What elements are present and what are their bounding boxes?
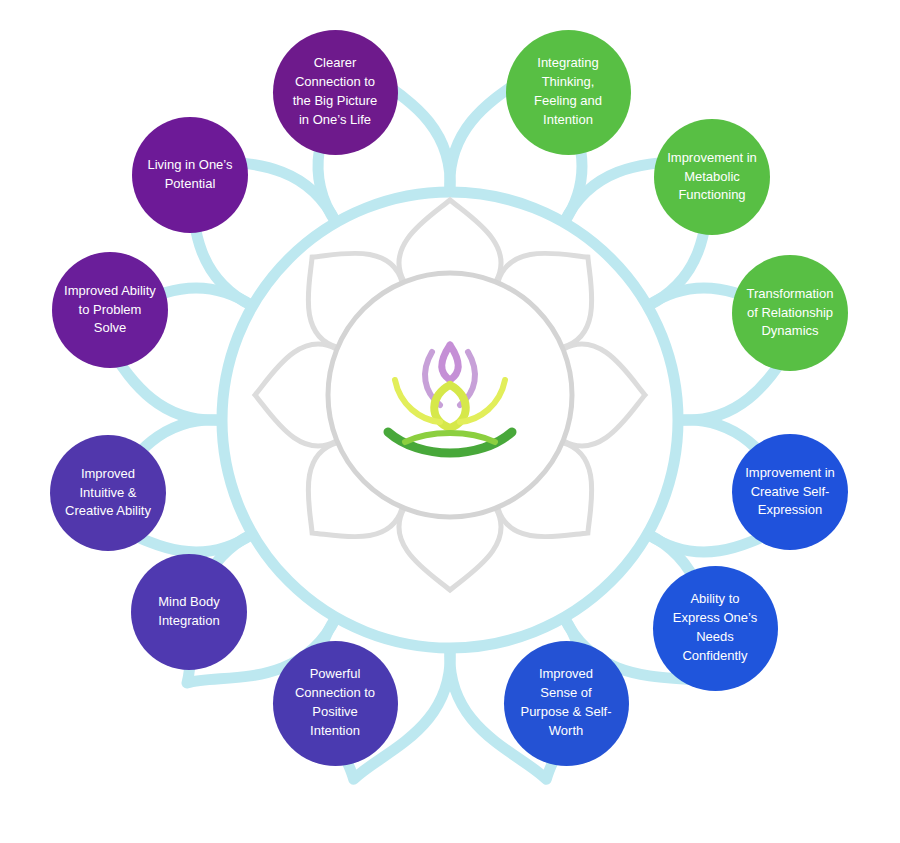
benefit-label: Transformation of Relationship Dynamics bbox=[744, 285, 836, 342]
benefit-label: Integrating Thinking, Feeling and Intent… bbox=[522, 54, 614, 129]
benefit-circle: Improved Intuitive & Creative Ability bbox=[50, 435, 166, 551]
benefit-label: Improvement in Metabolic Functioning bbox=[666, 149, 758, 206]
benefit-label: Ability to Express One’s Needs Confident… bbox=[669, 590, 761, 665]
benefit-label: Improved Sense of Purpose & Self-Worth bbox=[520, 665, 612, 740]
benefit-label: Mind Body Integration bbox=[143, 593, 235, 631]
benefit-circle: Powerful Connection to Positive Intentio… bbox=[273, 641, 398, 766]
benefit-circle: Mind Body Integration bbox=[131, 554, 247, 670]
center-lotus-logo bbox=[388, 345, 512, 453]
inner-lotus-petals bbox=[255, 200, 645, 590]
benefit-circle: Improvement in Metabolic Functioning bbox=[654, 119, 770, 235]
benefit-circle: Improved Ability to Problem Solve bbox=[52, 252, 168, 368]
benefit-circle: Integrating Thinking, Feeling and Intent… bbox=[506, 30, 631, 155]
benefit-label: Improvement in Creative Self-Expression bbox=[744, 464, 836, 521]
inner-petal bbox=[399, 508, 501, 590]
benefit-label: Improved Intuitive & Creative Ability bbox=[62, 465, 154, 522]
benefit-label: Improved Ability to Problem Solve bbox=[64, 282, 156, 339]
outer-ring bbox=[222, 192, 678, 648]
benefit-circle: Living in One’s Potential bbox=[132, 117, 248, 233]
inner-petal bbox=[399, 200, 501, 282]
outer-lotus-petals bbox=[91, 61, 810, 780]
benefit-circle: Ability to Express One’s Needs Confident… bbox=[653, 566, 778, 691]
benefit-circle: Improved Sense of Purpose & Self-Worth bbox=[504, 641, 629, 766]
inner-ring bbox=[328, 273, 572, 517]
benefit-circle: Improvement in Creative Self-Expression bbox=[732, 434, 848, 550]
inner-petal bbox=[563, 344, 645, 446]
benefit-label: Living in One’s Potential bbox=[144, 156, 236, 194]
benefit-label: Powerful Connection to Positive Intentio… bbox=[289, 665, 381, 740]
benefit-circle: Transformation of Relationship Dynamics bbox=[732, 255, 848, 371]
benefit-circle: Clearer Connection to the Big Picture in… bbox=[273, 30, 398, 155]
inner-petal bbox=[255, 344, 337, 446]
benefit-label: Clearer Connection to the Big Picture in… bbox=[289, 54, 381, 129]
